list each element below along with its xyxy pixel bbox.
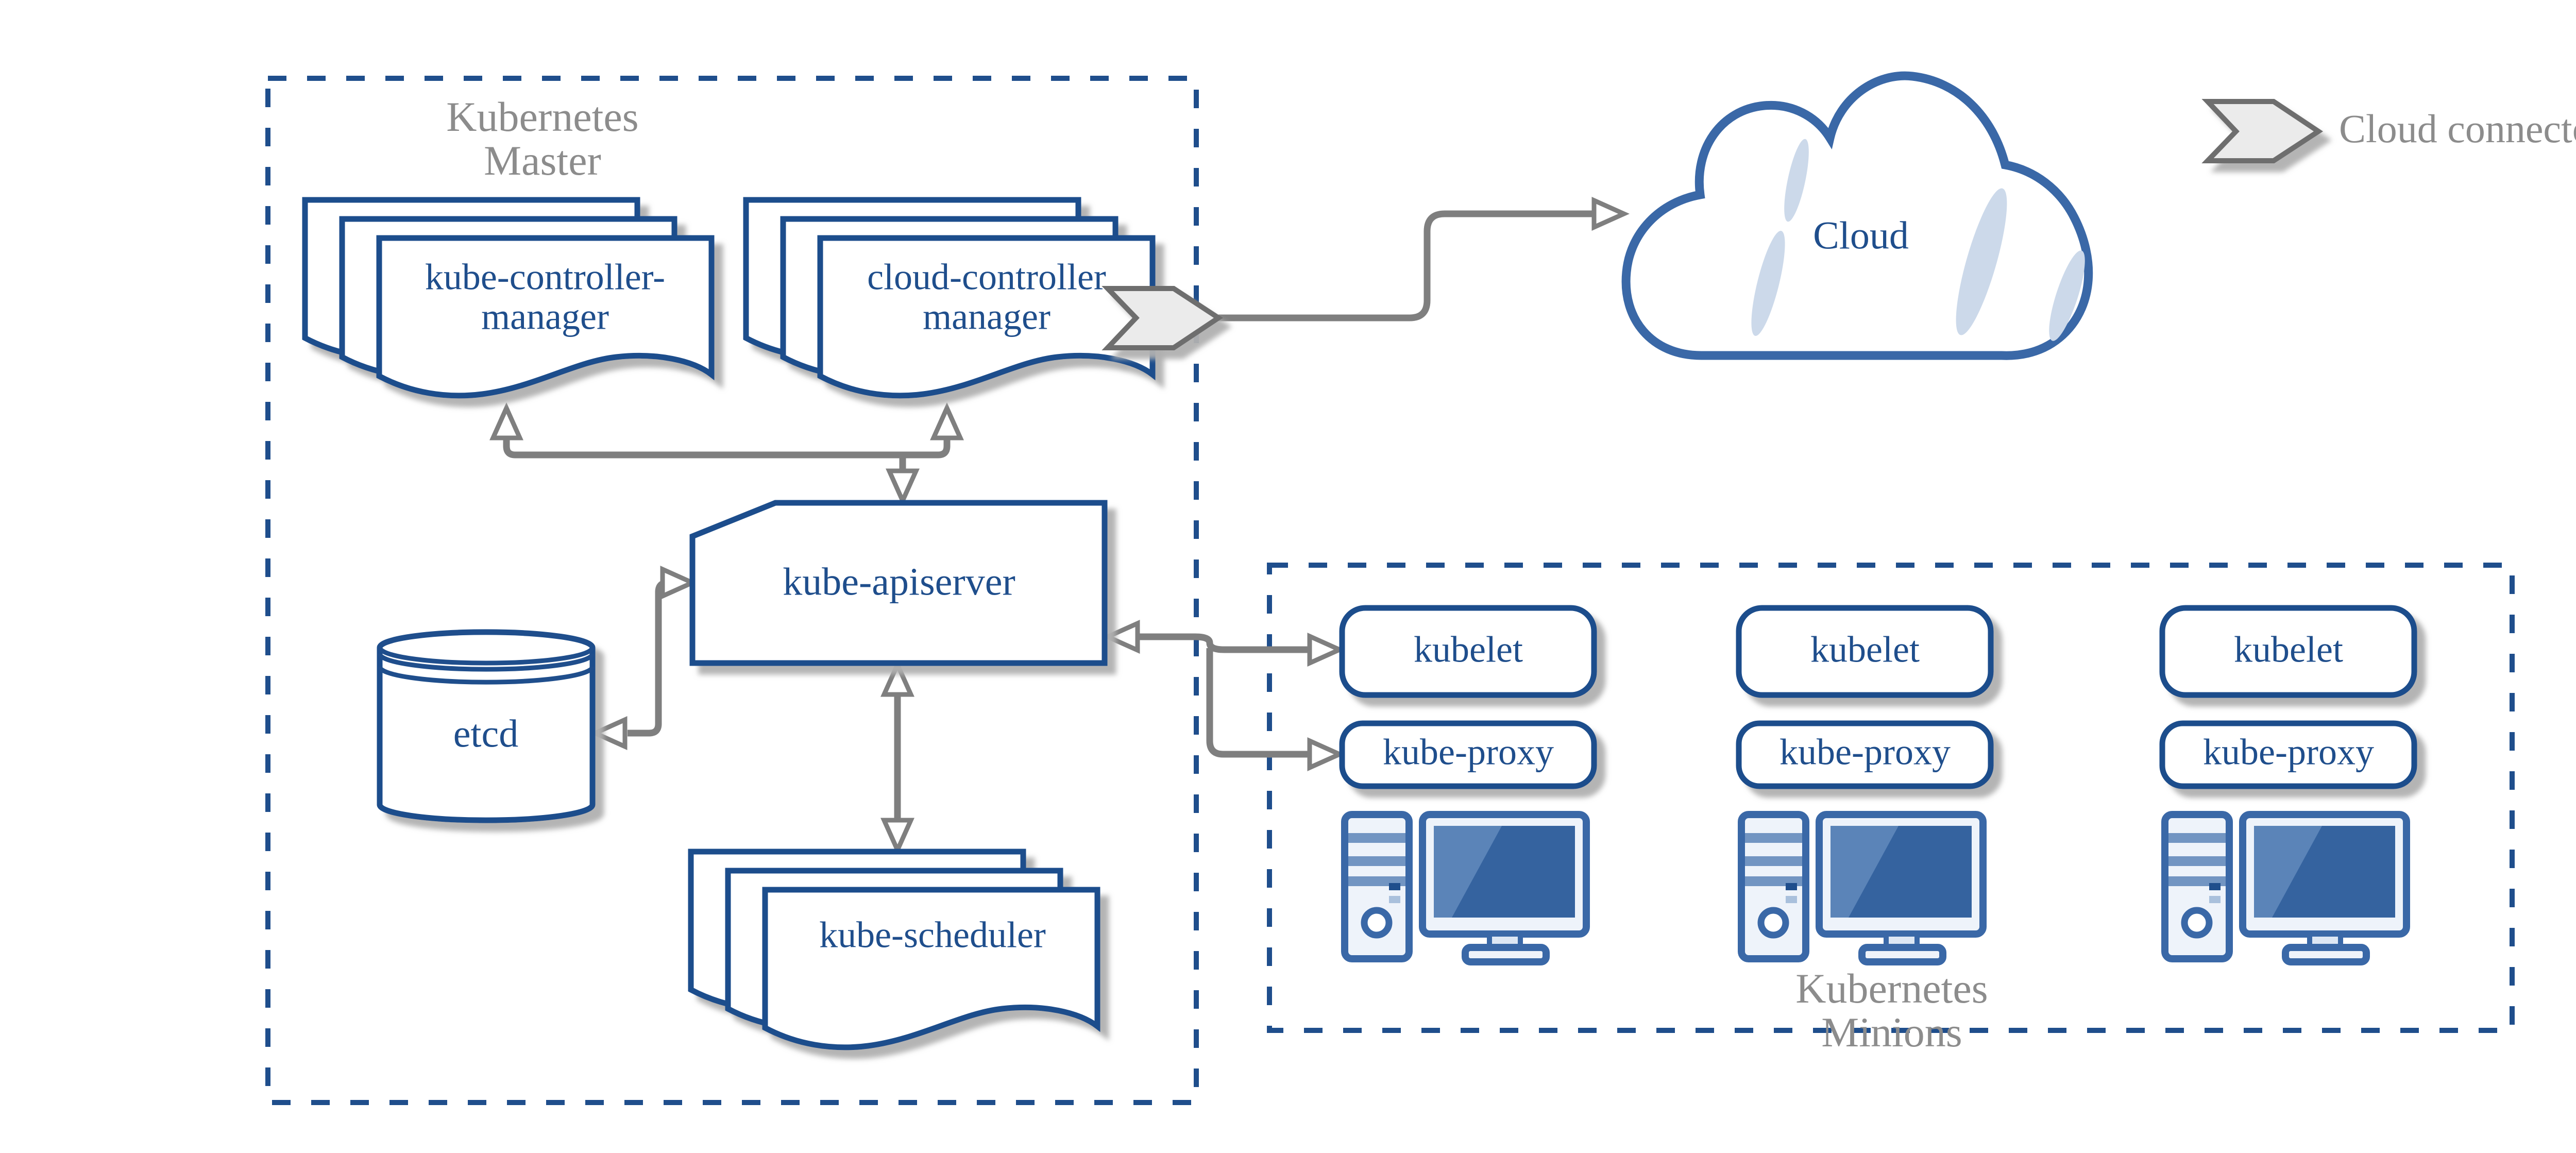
- cloud-controller-manager-label-line2: manager: [923, 296, 1050, 337]
- minion-node-3: kubelet kube-proxy: [2159, 605, 2417, 962]
- arrowhead-up-into-kube-apiserver-bottom: [880, 658, 914, 697]
- kube-scheduler-label: kube-scheduler: [819, 914, 1046, 956]
- kubelet-box-3: [2159, 605, 2417, 698]
- arrowhead-right-into-kube-proxy: [1307, 737, 1346, 771]
- computer-icon-1: [1345, 815, 1586, 962]
- cloud-node: Cloud: [1621, 71, 2093, 360]
- kubelet-label-1: kubelet: [1414, 629, 1523, 670]
- arrowhead-up-into-kube-controller-manager: [489, 402, 523, 440]
- kube-apiserver-node: kube-apiserver: [689, 500, 1108, 666]
- kube-proxy-label-3: kube-proxy: [2203, 732, 2374, 773]
- computer-icon-3: [2165, 815, 2406, 962]
- minions-title-line2: Minions: [1821, 1009, 1962, 1056]
- arrowhead-right-into-kubelet: [1307, 633, 1346, 667]
- arrowhead-left-into-etcd: [589, 716, 628, 750]
- kubelet-box-1: [1339, 605, 1597, 698]
- kubelet-box-2: [1736, 605, 1994, 698]
- minions-title-line1: Kubernetes: [1795, 965, 1988, 1012]
- kube-proxy-label-2: kube-proxy: [1780, 732, 1951, 773]
- kubelet-label-3: kubelet: [2234, 629, 2343, 670]
- minion-node-2: kubelet kube-proxy: [1736, 605, 1994, 962]
- master-title-line1: Kubernetes: [446, 93, 638, 140]
- kubelet-label-2: kubelet: [1810, 629, 1920, 670]
- kube-controller-manager-node: kube-controller- manager: [305, 200, 711, 396]
- kube-controller-manager-label-line2: manager: [481, 296, 609, 337]
- minion-node-1: kubelet kube-proxy: [1339, 605, 1597, 962]
- controller-managers-to-apiserver-connector: [489, 402, 964, 507]
- arrowhead-down-into-kube-scheduler: [880, 818, 914, 856]
- etcd-label: etcd: [453, 712, 519, 755]
- kube-scheduler-node: kube-scheduler: [691, 852, 1097, 1047]
- cloud-controller-manager-node: cloud-controller manager: [746, 200, 1153, 396]
- cloud-connector-line: [1218, 197, 1630, 321]
- arrowhead-left-into-kube-apiserver-right: [1101, 620, 1140, 654]
- kube-apiserver-label: kube-apiserver: [783, 560, 1015, 603]
- arrowhead-right-into-cloud: [1591, 197, 1630, 231]
- computer-icon-2: [1741, 815, 1983, 962]
- apiserver-etcd-connector: [589, 566, 699, 750]
- legend-cloud-connector-icon: [2201, 99, 2324, 163]
- etcd-node: etcd: [377, 629, 596, 823]
- arrowhead-down-into-kube-apiserver: [886, 468, 920, 507]
- legend-label: Cloud connector: [2339, 106, 2576, 151]
- arrowhead-up-into-cloud-controller-manager: [930, 402, 964, 440]
- cloud-controller-manager-label-line1: cloud-controller: [867, 257, 1106, 298]
- kubernetes-minions-group-box: [1267, 563, 2515, 1033]
- kube-proxy-box-3: [2159, 720, 2417, 789]
- apiserver-scheduler-connector: [880, 658, 914, 856]
- kube-proxy-box-1: [1339, 720, 1597, 789]
- kube-proxy-label-1: kube-proxy: [1383, 732, 1554, 773]
- cloud-label: Cloud: [1813, 214, 1909, 257]
- cloud-connector-icon: [1101, 286, 1224, 350]
- etcd-top-ellipse: [378, 630, 595, 666]
- kube-proxy-box-2: [1736, 720, 1994, 789]
- apiserver-kubelet-connector: [1101, 620, 1346, 667]
- master-title-line2: Master: [484, 137, 601, 184]
- arrowhead-right-into-kube-apiserver: [660, 566, 699, 600]
- apiserver-kubeproxy-connector: [1206, 648, 1346, 771]
- kube-controller-manager-label-line1: kube-controller-: [425, 257, 665, 298]
